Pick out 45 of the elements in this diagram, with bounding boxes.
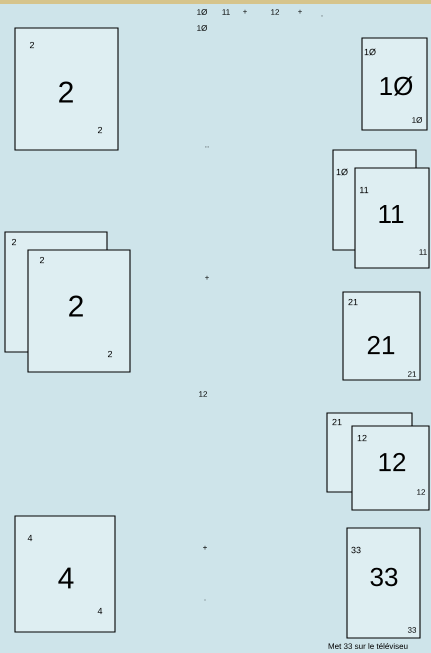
corner-number: 21 [408,371,416,377]
card-number: 12 [380,452,406,472]
card-number: 2 [59,82,73,102]
corner-number: 2 [108,350,112,358]
playing-card [14,515,116,633]
label: .. [206,146,208,148]
corner-number: 2 [12,238,16,246]
playing-card [351,425,430,511]
card-number: 11 [379,205,404,223]
corner-number: 21 [348,298,358,306]
label: 12 [271,9,280,15]
corner-number: 4 [28,534,32,542]
card-number: 33 [370,568,398,586]
corner-number: 33 [408,627,416,633]
playing-card [342,291,421,381]
label: + [243,10,247,14]
playing-card [354,167,430,269]
label: + [203,546,207,550]
corner-number: 12 [417,489,426,495]
corner-number: 21 [332,418,342,426]
playing-card [346,527,421,639]
label: 1Ø [197,9,208,15]
card-number: 4 [58,568,74,588]
card-number: 21 [368,336,394,354]
label: 11 [222,9,230,15]
label: 12 [199,391,208,397]
corner-number: 2 [30,42,34,48]
corner-number: 1Ø [364,48,376,56]
corner-number: 2 [98,126,102,134]
corner-number: 1Ø [336,168,348,176]
corner-number: 2 [40,256,44,264]
corner-number: 12 [358,434,367,442]
card-number: 2 [69,296,83,316]
playing-card [27,249,131,373]
label: + [298,10,302,14]
corner-number: 11 [360,186,368,194]
label: + [205,276,209,280]
playing-card [14,27,119,151]
card-number: 1Ø [380,76,412,96]
corner-number: 11 [419,249,427,255]
corner-number: 4 [98,608,102,614]
corner-number: 1Ø [412,117,422,123]
label: 1Ø [197,25,208,31]
playing-card [361,37,428,131]
corner-number: 33 [351,546,361,554]
